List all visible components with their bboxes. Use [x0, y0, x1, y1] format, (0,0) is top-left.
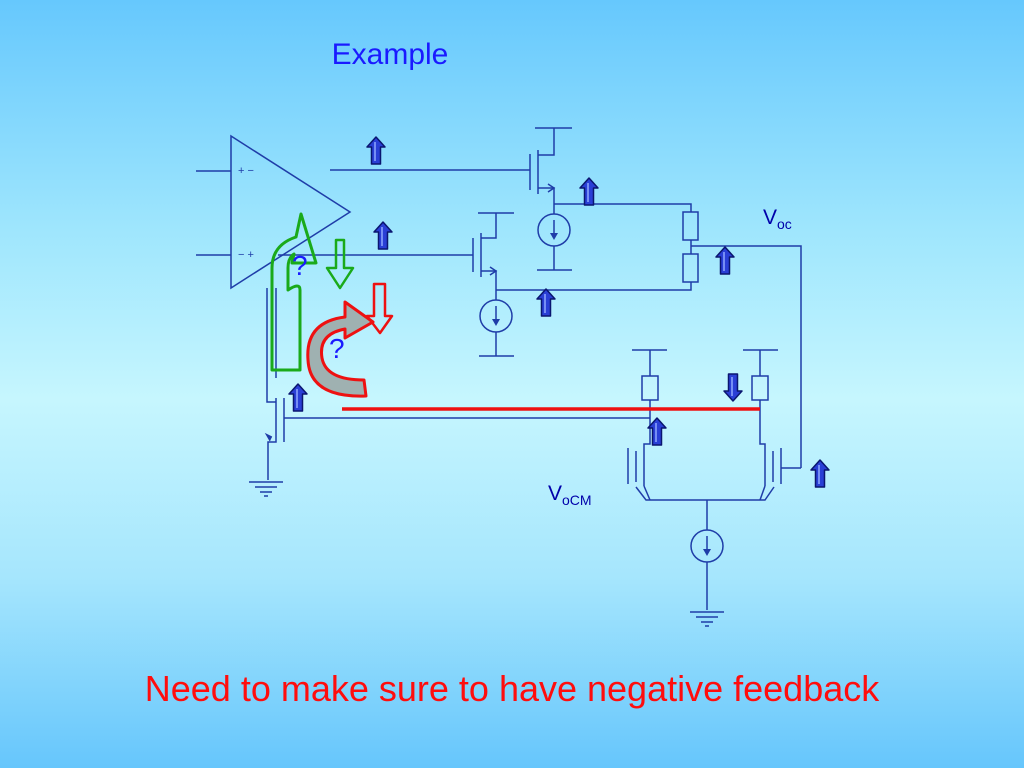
- down-arrow-icon: [723, 373, 743, 402]
- red-feedback-arrow: [306, 282, 394, 398]
- label-vocm: VoCM: [548, 482, 592, 509]
- up-arrow-icon-5: [536, 288, 556, 317]
- opamp-icon: [196, 134, 530, 378]
- current-source-icon-3: [690, 529, 724, 563]
- current-source-icon: [537, 213, 571, 247]
- up-arrow-icon-3: [579, 177, 599, 206]
- label-voc: Voc: [763, 206, 792, 233]
- opamp-sign-top: + −: [238, 165, 254, 177]
- slide-title: Example: [331, 38, 449, 71]
- transistor-icon-2: [472, 212, 692, 291]
- ground-icon: [689, 611, 725, 627]
- up-arrow-icon-6: [288, 383, 308, 412]
- up-arrow-icon: [366, 136, 386, 165]
- question-mark-green: ?: [292, 250, 308, 281]
- resistor-icon: [682, 211, 802, 468]
- up-arrow-icon-2: [373, 221, 393, 250]
- up-arrow-icon-8: [810, 459, 830, 488]
- slide-caption: Need to make sure to have negative feedb…: [144, 668, 880, 709]
- opamp-sign-bottom: − +: [238, 249, 254, 261]
- ground-icon-2: [248, 481, 284, 497]
- question-mark-red: ?: [329, 333, 345, 364]
- feedback-transistor: [266, 378, 650, 480]
- transistor-icon: [529, 127, 692, 212]
- green-feedback-arrow: [270, 212, 355, 372]
- current-source-icon-2: [479, 299, 513, 333]
- up-arrow-icon-4: [715, 246, 735, 275]
- cmfb-amplifier: [627, 349, 801, 610]
